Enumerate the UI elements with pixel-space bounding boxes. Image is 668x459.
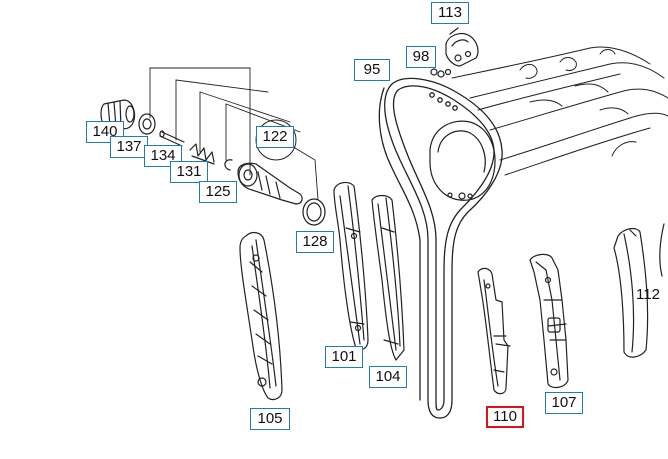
callout-101[interactable]: 101 (325, 346, 363, 368)
callout-105[interactable]: 105 (250, 408, 290, 430)
engine-head-outline (451, 46, 668, 176)
washers-98 (430, 68, 452, 78)
callout-125[interactable]: 125 (199, 181, 237, 203)
callout-113[interactable]: 113 (431, 2, 469, 24)
seal-ring-137 (138, 113, 156, 135)
callout-95[interactable]: 95 (354, 59, 390, 81)
tensioner-leader-lines (149, 67, 319, 201)
tensioning-rail-105 (239, 231, 283, 401)
guide-rail-110 (477, 267, 511, 395)
timing-chain (378, 77, 503, 419)
callout-110[interactable]: 110 (486, 406, 524, 428)
rail-112 (613, 223, 665, 358)
label-112: 112 (636, 286, 660, 303)
callout-98[interactable]: 98 (406, 46, 436, 68)
camshaft-sprocket (429, 120, 496, 201)
callout-104[interactable]: 104 (369, 366, 407, 388)
circlip-125 (224, 159, 233, 171)
pin-134 (159, 130, 185, 147)
callout-131[interactable]: 131 (170, 161, 208, 183)
callout-122[interactable]: 122 (256, 126, 294, 148)
callout-137[interactable]: 137 (110, 136, 148, 158)
guide-rail-101 (333, 181, 369, 351)
guide-rail-104 (371, 194, 405, 361)
sealing-ring-128 (302, 198, 326, 226)
callout-107[interactable]: 107 (545, 392, 583, 414)
spring-131 (189, 143, 215, 165)
guide-rail-107 (529, 253, 569, 389)
upper-guide-113 (445, 27, 479, 67)
callout-128[interactable]: 128 (296, 231, 334, 253)
